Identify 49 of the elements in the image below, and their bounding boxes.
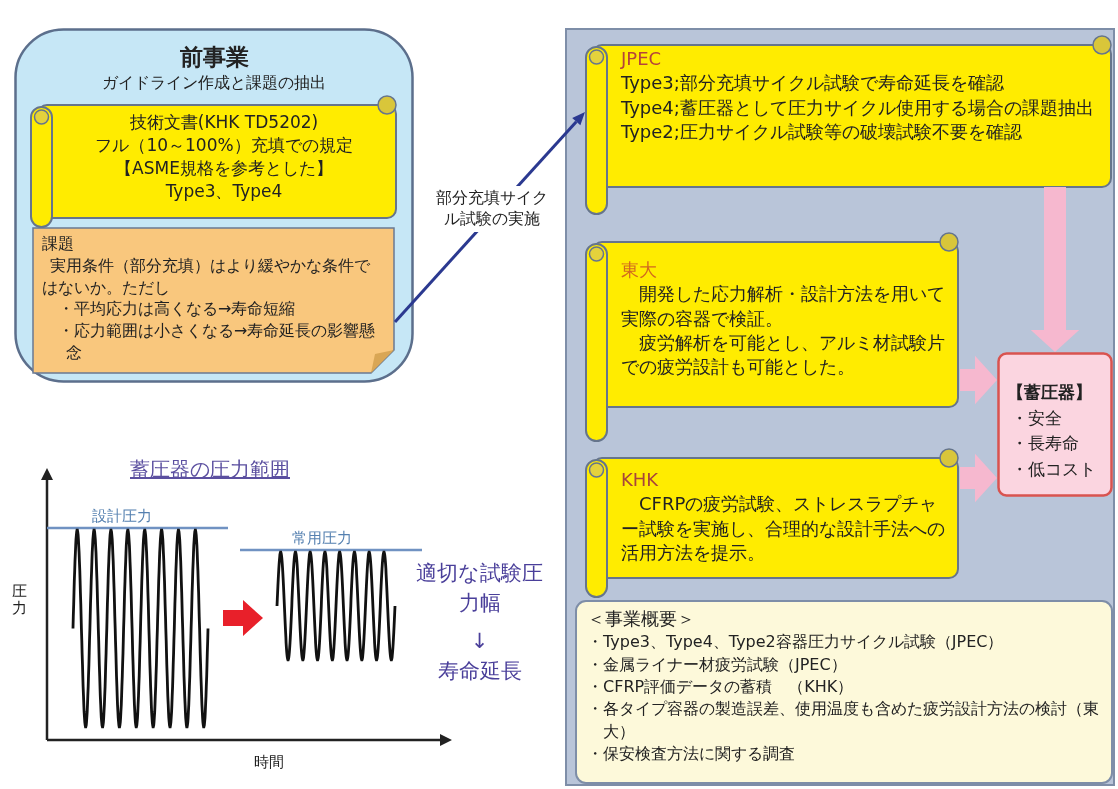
list-item: ・Type3、Type4、Type2容器圧力サイクル試験（JPEC） — [587, 631, 1005, 654]
organization-name: 東大 — [621, 258, 658, 282]
block-arrow — [1030, 187, 1080, 352]
annotation-text: 適切な試験圧力幅 — [415, 560, 544, 618]
block-arrow — [960, 453, 997, 503]
list-item: ・CFRP評価データの蓄積 （KHK） — [587, 675, 855, 698]
sticky-note — [32, 227, 395, 374]
list-item: ・金属ライナー材疲労試験（JPEC） — [587, 653, 848, 676]
note-text: 技術文書(KHK TD5202) — [128, 111, 320, 134]
note-text: CFRPの疲労試験、ストレスラプチャー試験を実施し、合理的な設計手法への活用方法を提示。 — [621, 492, 946, 565]
note-text: Type2;圧力サイクル試験等の破壊試験不要を確認 — [621, 119, 1023, 144]
axis-label: 圧力 — [12, 583, 27, 616]
reference-line-label: 設計圧力 — [92, 506, 152, 527]
list-item: ・保安検査方法に関する調査 — [587, 743, 796, 766]
note-text: Type3、Type4 — [164, 179, 284, 203]
note-text: ・応力範囲は小さくなる→寿命延長の影響懸念 — [57, 320, 377, 364]
scroll-note — [585, 35, 1113, 215]
scroll-note — [30, 95, 398, 228]
note-text: フル（10～100%）充填での規定 — [94, 133, 354, 157]
note-text: 疲労解析を可能とし、アルミ材試験片での疲労設計も可能とした。 — [621, 330, 946, 380]
note-text: Type3;部分充填サイクル試験で寿命延長を確認 — [621, 71, 1005, 96]
organization-name: JPEC — [621, 47, 663, 71]
block-arrow — [960, 355, 997, 405]
note-text: Type4;蓄圧器として圧力サイクル使用する場合の課題抽出 — [621, 95, 1095, 120]
panel-title: 前事業 — [178, 43, 250, 72]
reference-line-label: 常用圧力 — [292, 528, 352, 549]
list-item: ・安全 — [1010, 406, 1063, 430]
result-box — [997, 352, 1113, 497]
list-item: ・低コスト — [1010, 457, 1097, 481]
down-arrow-symbol: ↓ — [469, 628, 490, 655]
note-heading: 課題 — [42, 233, 75, 255]
axis-label: 時間 — [254, 752, 284, 773]
rounded-panel — [14, 28, 414, 383]
note-text: 【ASME規格を参考とした】 — [114, 156, 334, 180]
note-text: ・平均応力は高くなる→寿命短縮 — [57, 298, 297, 320]
scroll-note — [585, 448, 960, 598]
box-heading: ＜事業概要＞ — [587, 607, 696, 631]
background-panel — [565, 28, 1115, 786]
list-item: ・長寿命 — [1010, 432, 1080, 455]
organization-name: KHK — [621, 468, 660, 492]
scroll-note — [585, 232, 960, 442]
summary-box — [575, 600, 1113, 784]
list-item: ・各タイプ容器の製造誤差、使用温度も含めた疲労設計方法の検討（東大） — [587, 698, 1100, 743]
note-text: 実用条件（部分充填）はより緩やかな条件ではないか。ただし — [42, 254, 371, 299]
panel-subtitle: ガイドライン作成と課題の抽出 — [101, 73, 327, 94]
note-text: 開発した応力解析・設計方法を用いて実際の容器で検証。 — [621, 282, 946, 331]
annotation-text: 寿命延長 — [436, 658, 523, 685]
box-heading: 【蓄圧器】 — [1007, 381, 1093, 404]
chart-title: 蓄圧器の圧力範囲 — [130, 456, 290, 483]
